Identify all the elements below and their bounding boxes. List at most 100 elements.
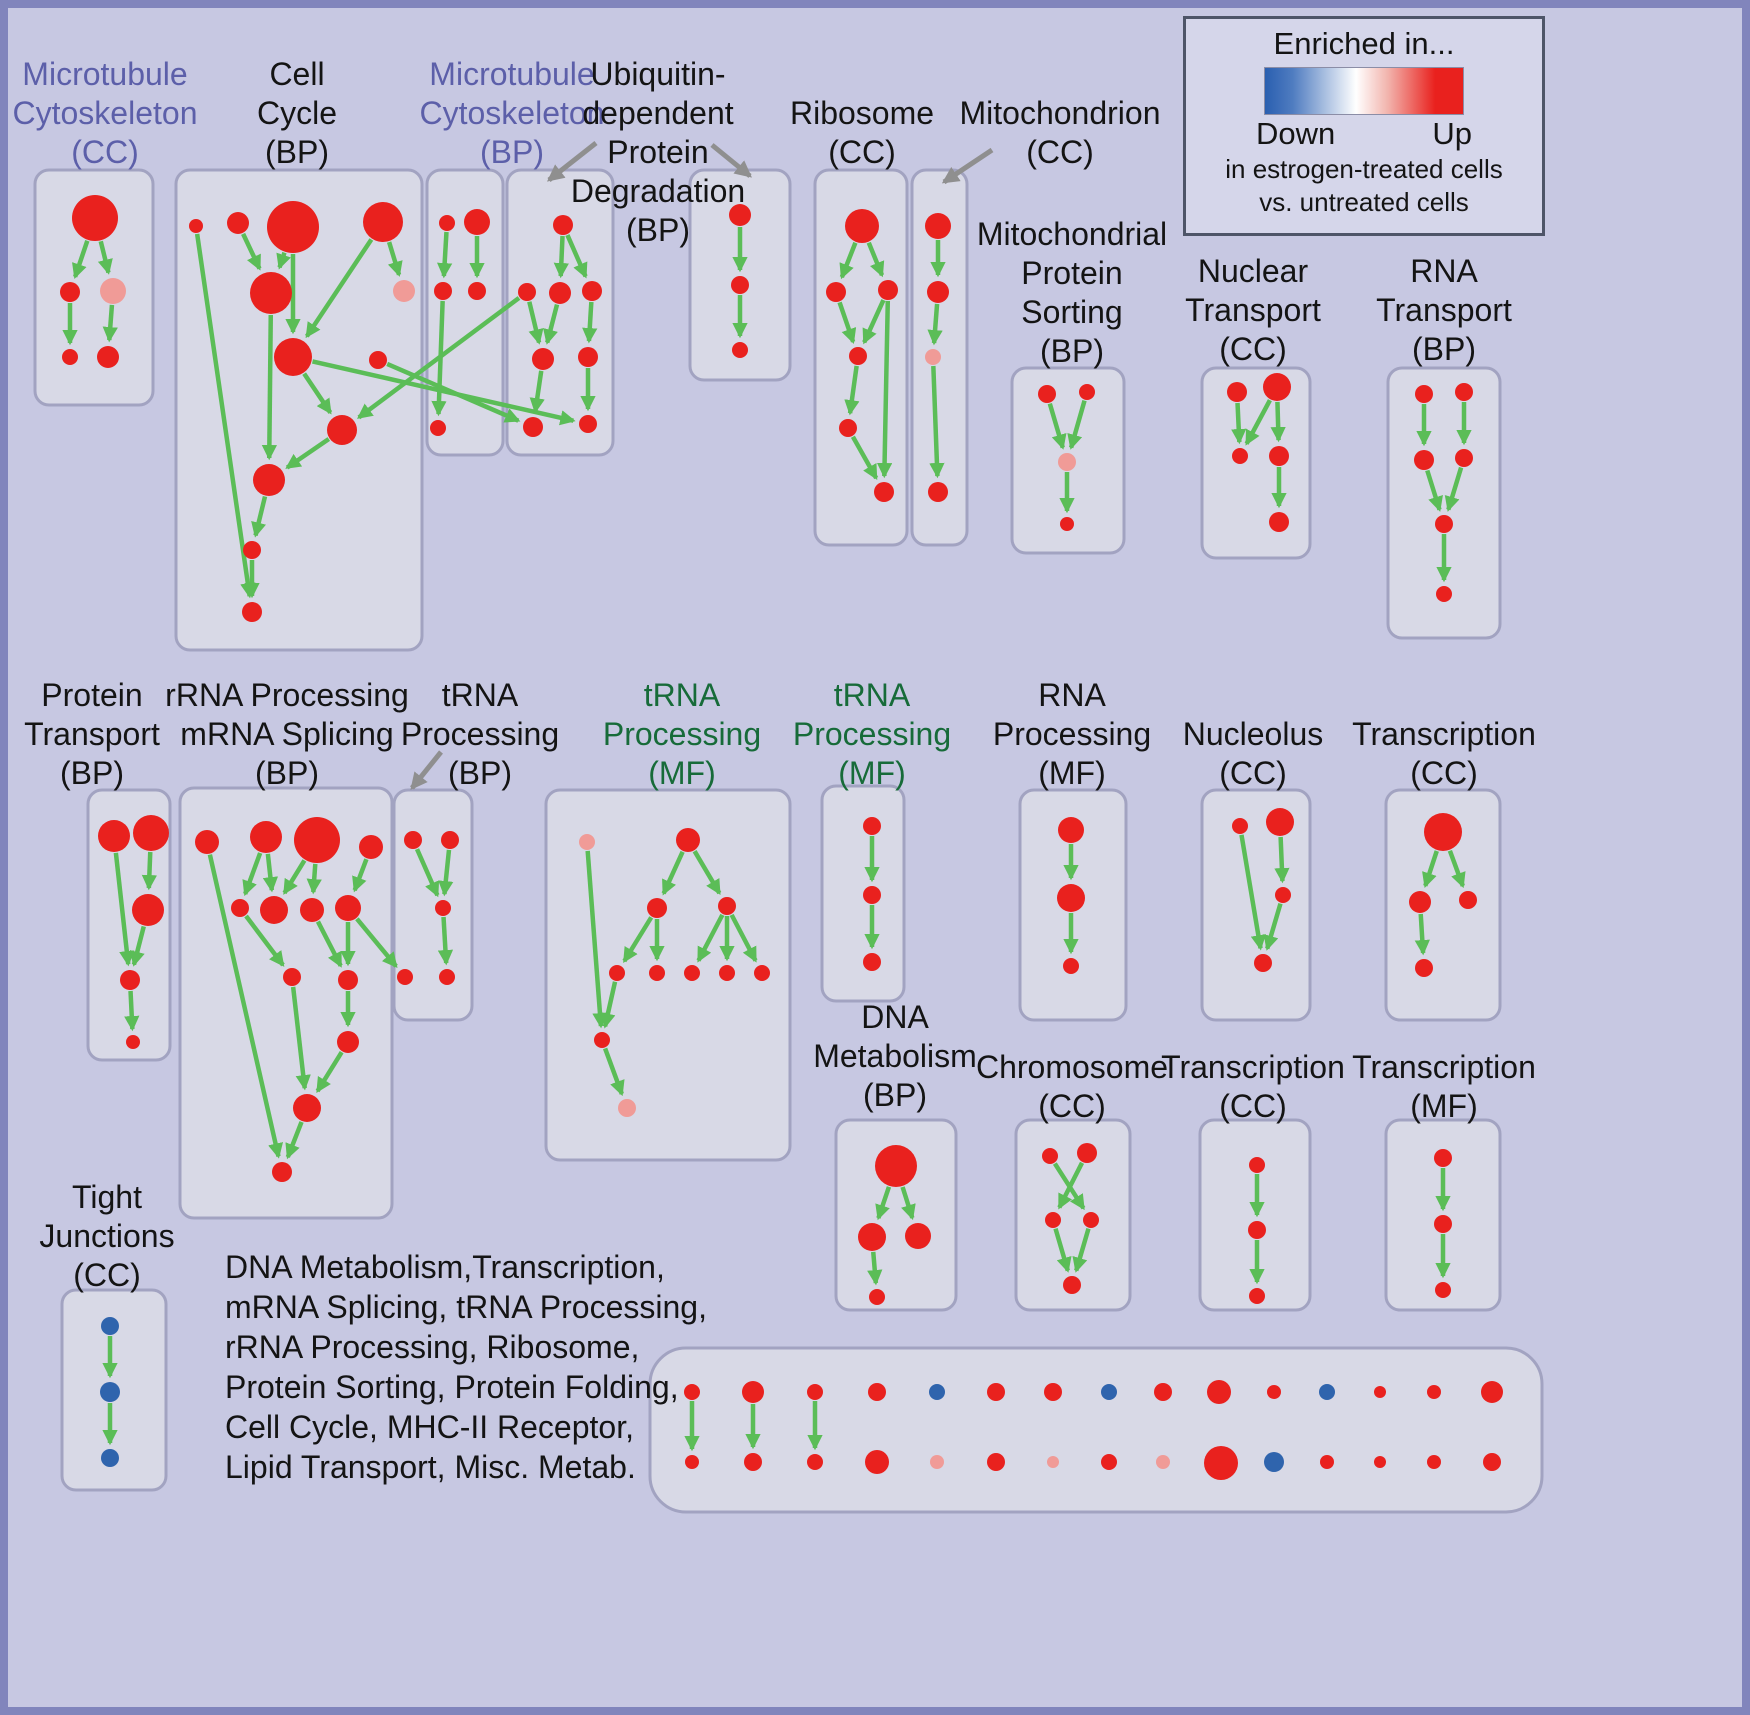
- edge-rr1-rr13: [207, 854, 284, 1159]
- go-term-node-m15t: [1481, 1381, 1503, 1403]
- go-term-node-nt5: [1269, 512, 1289, 532]
- edge-ub2-ub5: [527, 301, 544, 345]
- go-term-node-mtcc3: [100, 278, 126, 304]
- edge-rt4-rt5: [1444, 466, 1464, 512]
- edge-pt3-pt4: [129, 925, 146, 967]
- edge-tf2-tf4: [692, 850, 722, 896]
- edge-rr3-rr7: [306, 863, 322, 895]
- edge-tb3-tb5: [437, 916, 454, 966]
- go-term-node-rt3: [1414, 450, 1434, 470]
- annotation-arrow-1: [546, 141, 598, 182]
- go-term-node-cc6: [393, 280, 415, 302]
- go-term-node-ub6: [578, 347, 598, 367]
- edge-tx1-tx2: [1422, 850, 1439, 889]
- annotation-arrow-4: [410, 750, 443, 790]
- go-term-node-pt3: [132, 894, 164, 926]
- legend-up-label: Up: [1432, 116, 1472, 151]
- edge-nt2-nt3: [1244, 399, 1272, 446]
- go-term-node-rt1: [1415, 385, 1433, 403]
- go-term-node-cc1: [189, 219, 203, 233]
- go-term-node-tj3: [101, 1449, 119, 1467]
- go-term-node-m10b: [1204, 1446, 1238, 1480]
- go-term-node-rr3: [294, 817, 340, 863]
- go-term-node-nc2: [1266, 808, 1294, 836]
- go-term-node-tm2: [1434, 1215, 1452, 1233]
- go-term-node-tj2: [100, 1382, 120, 1402]
- cluster-label-mitochondrion-cc: Mitochondrion(CC): [960, 95, 1161, 170]
- go-term-node-tf6: [649, 965, 665, 981]
- edge-tf3-tf5: [622, 916, 654, 964]
- edge-nc2-nc3: [1274, 836, 1290, 884]
- go-term-node-rt6: [1436, 586, 1452, 602]
- edge-ch4-ch5: [1072, 1228, 1091, 1273]
- go-term-node-m14b: [1427, 1455, 1441, 1469]
- edge-cc10-cc11: [251, 495, 268, 538]
- go-term-node-nt1: [1227, 382, 1247, 402]
- go-term-node-pt5: [126, 1035, 140, 1049]
- cluster-box-rrna-processing-mrna-splicing-bp: [178, 786, 394, 1220]
- cluster-box-rna-transport-bp: [1386, 366, 1502, 640]
- go-term-node-m1b: [685, 1455, 699, 1469]
- go-term-node-m6t: [987, 1383, 1005, 1401]
- go-term-node-mi3: [925, 349, 941, 365]
- go-term-node-m1t: [684, 1384, 700, 1400]
- go-term-node-m3b: [807, 1454, 823, 1470]
- go-term-node-rb5: [839, 419, 857, 437]
- cluster-box-chromosome-cc: [1014, 1118, 1132, 1312]
- go-term-node-tb1: [404, 831, 422, 849]
- go-term-node-mb1: [439, 215, 455, 231]
- cluster-label-ribosome-cc: Ribosome(CC): [790, 95, 934, 170]
- edge-ub4-ub6: [582, 301, 598, 344]
- edge-mtcc3-mtcc5: [102, 304, 118, 343]
- node-layer: [60, 195, 1503, 1480]
- edge-ch3-ch5: [1053, 1228, 1072, 1273]
- go-term-node-ms3: [1058, 453, 1076, 471]
- go-term-node-rb4: [849, 347, 867, 365]
- legend-title: Enriched in...: [1273, 26, 1455, 61]
- go-term-node-ch1: [1042, 1148, 1058, 1164]
- edge-mb1-mb3: [437, 231, 453, 279]
- edge-tf4-tf9: [729, 913, 758, 963]
- edge-tb2-tb3: [438, 849, 454, 897]
- edge-ub5-ub7: [529, 370, 545, 414]
- edge-tx2-tx4: [1414, 913, 1430, 956]
- legend-down-label: Down: [1256, 116, 1336, 151]
- go-term-node-tx4: [1415, 959, 1433, 977]
- go-term-node-tb3: [435, 900, 451, 916]
- edge-cc3-cc5: [276, 251, 291, 270]
- go-term-node-tx2: [1409, 891, 1431, 913]
- go-term-node-dm3: [905, 1223, 931, 1249]
- go-term-node-mb4: [468, 282, 486, 300]
- go-term-node-ua3: [732, 342, 748, 358]
- go-term-node-tj1: [101, 1317, 119, 1335]
- go-term-node-ms2: [1079, 384, 1095, 400]
- go-term-node-m4t: [868, 1383, 886, 1401]
- go-term-node-cc2: [227, 212, 249, 234]
- go-term-node-cc5: [250, 272, 292, 314]
- go-term-node-dm4: [869, 1289, 885, 1305]
- go-term-node-rr6: [260, 896, 288, 924]
- edge-ms2-ms3: [1067, 400, 1087, 450]
- go-term-node-ch2: [1077, 1143, 1097, 1163]
- go-term-node-tg2: [863, 886, 881, 904]
- go-term-node-tb5: [439, 969, 455, 985]
- go-term-node-ub4: [582, 281, 602, 301]
- edge-cc5-cc10: [261, 314, 278, 461]
- go-term-node-tb2: [441, 831, 459, 849]
- go-term-node-rm1: [1058, 817, 1084, 843]
- go-term-node-ch4: [1083, 1212, 1099, 1228]
- go-term-node-tg3: [863, 953, 881, 971]
- edge-ub1-ub3: [553, 235, 569, 279]
- edge-cc8-ub7: [386, 361, 521, 423]
- go-term-node-tx3: [1459, 891, 1477, 909]
- go-term-node-rr7: [300, 898, 324, 922]
- go-term-node-m15b: [1483, 1453, 1501, 1471]
- go-term-node-rr10: [338, 970, 358, 990]
- go-term-node-tc3: [1249, 1288, 1265, 1304]
- edge-rr8-tb4: [355, 917, 398, 968]
- go-term-node-tc1: [1249, 1157, 1265, 1173]
